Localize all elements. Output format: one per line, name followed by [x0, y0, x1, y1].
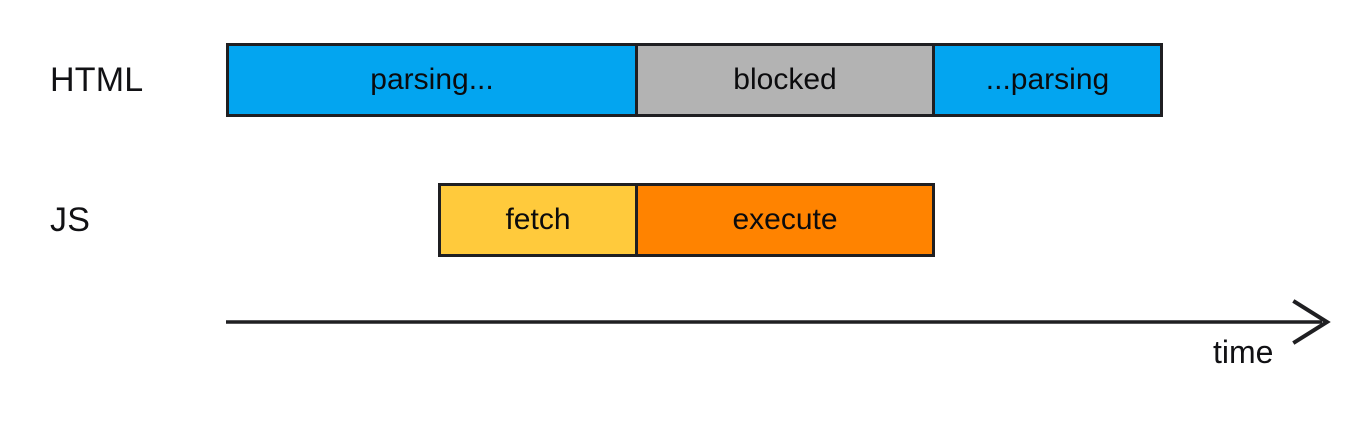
- segment-js-fetch[interactable]: fetch: [438, 183, 638, 257]
- segment-html-parsing-start[interactable]: parsing...: [226, 43, 638, 117]
- segment-label: blocked: [733, 63, 837, 96]
- segment-js-execute[interactable]: execute: [635, 183, 935, 257]
- segment-label: parsing...: [370, 63, 494, 96]
- time-axis-label: time: [1213, 334, 1274, 370]
- segment-html-parsing-resume[interactable]: ...parsing: [932, 43, 1163, 117]
- arrow-right-icon: [1292, 299, 1331, 345]
- segment-html-blocked[interactable]: blocked: [635, 43, 935, 117]
- segment-label: fetch: [505, 203, 571, 236]
- row-label-js: JS: [50, 201, 91, 239]
- segment-label: ...parsing: [985, 63, 1110, 96]
- timeline-track-html: parsing... blocked ...parsing: [226, 43, 1169, 117]
- segment-label: execute: [732, 203, 838, 236]
- timeline-track-js: fetch execute: [438, 183, 938, 257]
- row-label-html: HTML: [50, 61, 144, 99]
